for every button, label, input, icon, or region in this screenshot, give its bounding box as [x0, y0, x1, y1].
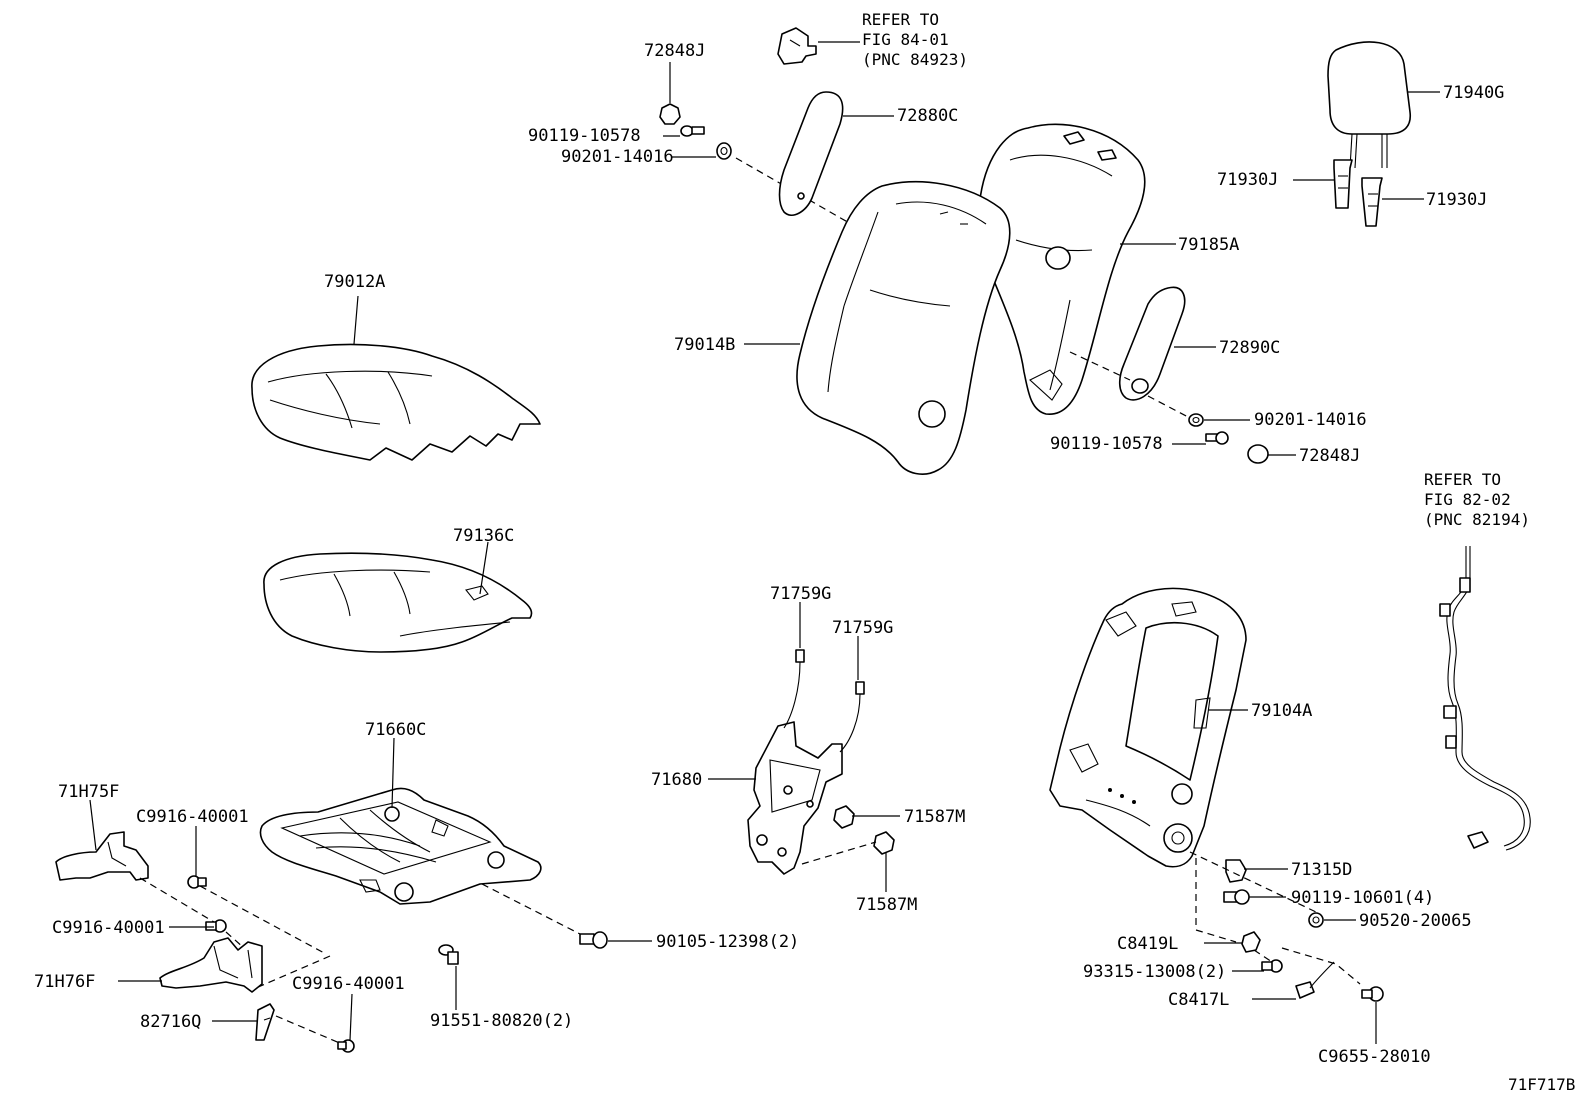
- bolt-91551-80820: [438, 944, 459, 965]
- label-90201-14016-top: 90201-14016: [561, 147, 674, 167]
- clip-84923-ref: [777, 27, 817, 65]
- seat-cushion-cover-79012A: [251, 343, 541, 461]
- connector-C8417L: [1295, 961, 1335, 999]
- seat-cushion-pad-79136C: [263, 552, 533, 653]
- label-91551-80820: 91551-80820(2): [430, 1011, 573, 1031]
- guide-71930J-left: [1333, 159, 1353, 209]
- side-shield-72890C: [1118, 286, 1186, 401]
- label-71940G: 71940G: [1443, 83, 1504, 103]
- label-71315D: 71315D: [1291, 860, 1352, 880]
- label-C8419L: C8419L: [1117, 934, 1178, 954]
- screw-C9916-40001-a: [187, 875, 207, 889]
- cable-end-71759G-right: [839, 681, 865, 753]
- cap-72848J-mid: [1247, 444, 1269, 464]
- label-71680: 71680: [651, 770, 702, 790]
- label-C9916-40001-b: C9916-40001: [52, 918, 165, 938]
- screw-90119-10578-top: [680, 125, 705, 137]
- label-71H76F: 71H76F: [34, 972, 95, 992]
- label-71660C: 71660C: [365, 720, 426, 740]
- cable-end-71759G-left: [783, 649, 805, 729]
- label-90119-10578-top: 90119-10578: [528, 126, 641, 146]
- ref-82194-line3: (PNC 82194): [1424, 510, 1530, 529]
- label-72890C: 72890C: [1219, 338, 1280, 358]
- lumbar-support-71680: [747, 721, 843, 875]
- cap-72848J-top: [659, 103, 681, 125]
- screw-C9916-40001-b: [205, 919, 227, 933]
- clip-71587M-right: [833, 805, 855, 829]
- sensor-82716Q: [255, 1003, 275, 1041]
- bracket-71315D: [1225, 859, 1247, 883]
- side-shield-72880C: [778, 91, 844, 216]
- bracket-71H76F: [159, 937, 263, 993]
- label-71930J-right: 71930J: [1426, 190, 1487, 210]
- seatback-cover-79014B: [796, 181, 1011, 475]
- ref-84923-line3: (PNC 84923): [862, 50, 968, 69]
- label-79185A: 79185A: [1178, 235, 1239, 255]
- screw-C9655-28010: [1361, 986, 1384, 1002]
- label-82716Q: 82716Q: [140, 1012, 201, 1032]
- seat-cushion-frame-71660C: [259, 787, 542, 905]
- screw-C9916-40001-c: [337, 1039, 355, 1053]
- label-71759G-right: 71759G: [832, 618, 893, 638]
- label-C8417L: C8417L: [1168, 990, 1229, 1010]
- label-C9655-28010: C9655-28010: [1318, 1047, 1431, 1067]
- ref-82194-line2: FIG 82-02: [1424, 490, 1511, 509]
- screw-93315-13008: [1261, 959, 1283, 973]
- label-72880C: 72880C: [897, 106, 958, 126]
- seatback-pad-79185A: [977, 123, 1146, 415]
- label-93315-13008: 93315-13008(2): [1083, 962, 1226, 982]
- figure-code: 71F717B: [1508, 1075, 1575, 1094]
- label-71587M-right: 71587M: [904, 807, 965, 827]
- label-90520-20065: 90520-20065: [1359, 911, 1472, 931]
- nut-90201-14016-mid: [1188, 413, 1204, 427]
- ref-84923-line1: REFER TO: [862, 10, 939, 29]
- wire-harness-82194-ref: [1439, 546, 1531, 851]
- label-71H75F: 71H75F: [58, 782, 119, 802]
- bolt-90119-10601: [1223, 889, 1250, 905]
- bolt-90105-12398: [579, 931, 608, 949]
- ref-84923-line2: FIG 84-01: [862, 30, 949, 49]
- ref-82194-line1: REFER TO: [1424, 470, 1501, 489]
- label-72848J-mid: 72848J: [1299, 446, 1360, 466]
- label-79014B: 79014B: [674, 335, 735, 355]
- seatback-frame-79104A: [1049, 587, 1247, 868]
- label-71587M-bottom: 71587M: [856, 895, 917, 915]
- bracket-71H75F: [55, 831, 149, 881]
- label-C9916-40001-a: C9916-40001: [136, 807, 249, 827]
- screw-90119-10578-mid: [1205, 431, 1229, 445]
- label-79012A: 79012A: [324, 272, 385, 292]
- label-C9916-40001-c: C9916-40001: [292, 974, 405, 994]
- label-71759G-left: 71759G: [770, 584, 831, 604]
- label-90119-10601: 90119-10601(4): [1291, 888, 1434, 908]
- label-71930J-left: 71930J: [1217, 170, 1278, 190]
- nut-90201-14016-top: [716, 142, 732, 160]
- label-90201-14016-mid: 90201-14016: [1254, 410, 1367, 430]
- label-90119-10578-mid: 90119-10578: [1050, 434, 1163, 454]
- label-79136C: 79136C: [453, 526, 514, 546]
- headrest-71940G: [1327, 41, 1412, 169]
- nut-90520-20065: [1308, 912, 1324, 928]
- label-90105-12398: 90105-12398(2): [656, 932, 799, 952]
- label-79104A: 79104A: [1251, 701, 1312, 721]
- clip-C8419L: [1241, 931, 1261, 953]
- clip-71587M-bottom: [873, 831, 895, 855]
- label-72848J-top: 72848J: [644, 41, 705, 61]
- guide-71930J-right: [1361, 177, 1383, 227]
